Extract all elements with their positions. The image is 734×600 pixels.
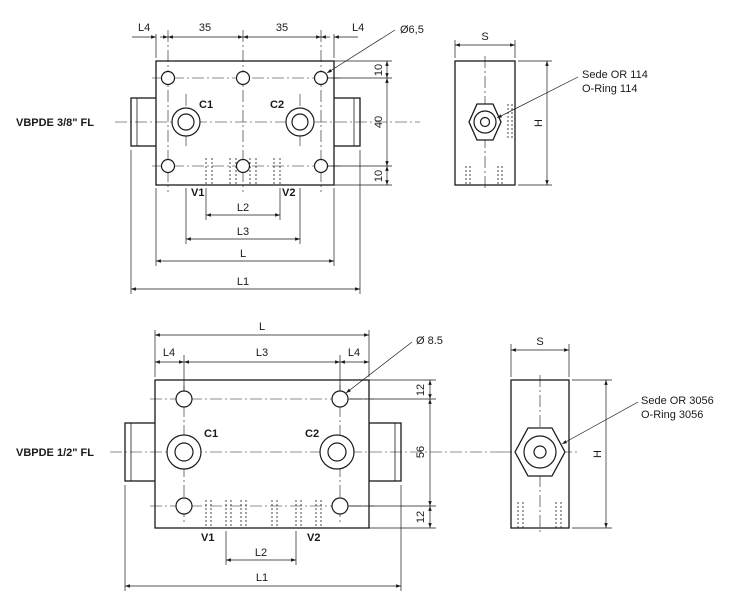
bottom-model-name: VBPDE 1/2" FL <box>16 447 94 459</box>
bottom-hole-diameter: Ø 8.5 <box>416 335 443 347</box>
bottom-seal-line1: Sede OR 3056 <box>641 395 714 407</box>
top-label-v1: V1 <box>191 187 204 199</box>
top-mount-hole <box>313 70 329 86</box>
top-front-view <box>115 30 420 192</box>
top-dim-10-top: 10 <box>373 64 385 76</box>
bottom-dim-12-top: 12 <box>415 384 427 396</box>
bottom-label-c1: C1 <box>204 428 218 440</box>
top-seal-line1: Sede OR 114 <box>582 69 648 81</box>
bottom-seal-line2: O-Ring 3056 <box>641 409 703 421</box>
top-mount-hole <box>235 158 251 174</box>
top-dim-l4-right: L4 <box>352 22 364 34</box>
top-dim-l4-left: L4 <box>138 22 150 34</box>
top-dim-35-right: 35 <box>276 22 288 34</box>
bottom-dim-12-bottom: 12 <box>415 511 427 523</box>
top-port-c2-inner <box>291 113 309 131</box>
top-dim-35-left: 35 <box>199 22 211 34</box>
top-mount-hole <box>160 158 176 174</box>
top-side-view: S H Sede OR 114 O-Ring 114 <box>454 31 648 190</box>
top-port-c1-inner <box>177 113 195 131</box>
bottom-port-c1-inner <box>174 442 194 462</box>
bottom-label-v2: V2 <box>307 532 320 544</box>
bottom-mount-hole <box>175 497 193 515</box>
top-label-c2: C2 <box>270 99 284 111</box>
bottom-side-view: S H Sede OR 3056 O-Ring 3056 <box>500 336 714 533</box>
top-dim-40: 40 <box>373 116 385 128</box>
bottom-mount-hole <box>331 390 349 408</box>
bottom-mount-hole <box>175 390 193 408</box>
bottom-label-v1: V1 <box>201 532 214 544</box>
top-side-dim-s: S <box>481 31 488 43</box>
top-dim-l2: L2 <box>237 202 249 214</box>
bottom-dim-l2: L2 <box>255 547 267 559</box>
bottom-port-c2-inner <box>327 442 347 462</box>
bottom-dim-l3: L3 <box>256 347 268 359</box>
top-hole-diameter: Ø6,5 <box>400 24 424 36</box>
top-label-v2: V2 <box>282 187 295 199</box>
bottom-side-dim-s: S <box>536 336 543 348</box>
bottom-front-view <box>110 379 500 529</box>
top-side-dim-h: H <box>533 119 545 127</box>
top-mount-hole <box>313 158 329 174</box>
top-dim-l: L <box>240 248 246 260</box>
bottom-dimensions: L L4 L3 L4 Ø 8.5 12 56 12 C1 C2 V1 V2 VB… <box>16 321 443 591</box>
top-model-name: VBPDE 3/8" FL <box>16 117 94 129</box>
bottom-mount-hole <box>331 497 349 515</box>
bottom-dim-l: L <box>259 321 265 333</box>
top-mount-hole <box>235 70 251 86</box>
bottom-dim-56: 56 <box>415 446 427 458</box>
top-seal-line2: O-Ring 114 <box>582 83 637 95</box>
top-dim-l3: L3 <box>237 226 249 238</box>
bottom-label-c2: C2 <box>305 428 319 440</box>
top-dim-l1: L1 <box>237 276 249 288</box>
top-mount-hole <box>160 70 176 86</box>
bottom-dim-l4-left: L4 <box>163 347 175 359</box>
bottom-dim-l4-right: L4 <box>348 347 360 359</box>
bottom-side-dim-h: H <box>592 450 604 458</box>
top-label-c1: C1 <box>199 99 213 111</box>
bottom-dim-l1: L1 <box>256 572 268 584</box>
top-dim-10-bottom: 10 <box>373 170 385 182</box>
top-dimensions: L4 35 35 L4 Ø6,5 10 40 10 C1 C2 V1 V2 VB… <box>16 22 424 294</box>
